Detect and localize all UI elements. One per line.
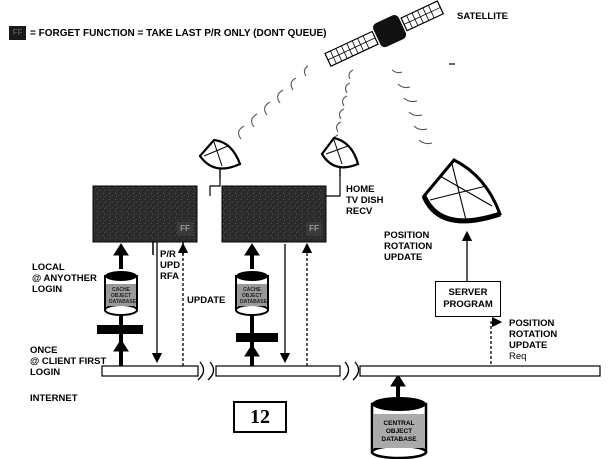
legend-ff-badge: FF	[9, 26, 26, 40]
signal-waves	[239, 66, 432, 145]
dish-icon-server	[424, 160, 500, 221]
gate-bar-2	[236, 333, 278, 342]
update-label: UPDATE	[187, 295, 225, 306]
satellite-icon	[322, 0, 455, 72]
legend-text: = FORGET FUNCTION = TAKE LAST P/R ONLY (…	[30, 28, 327, 39]
cache-db-1-label: CACHE OBJECT DATABASE	[109, 287, 133, 305]
internet-bus	[102, 362, 600, 380]
client-box-2-ff-badge: FF	[306, 222, 322, 236]
client-box-1	[93, 186, 197, 255]
gate-bar-1	[97, 325, 143, 334]
satellite-label: SATELLITE	[457, 11, 508, 22]
cache-db-2-label: CACHE OBJECT DATABASE	[240, 287, 264, 305]
client-box-1-ff-badge: FF	[177, 222, 193, 236]
figure-number: 12	[233, 401, 287, 433]
internet-label: INTERNET	[30, 393, 78, 404]
